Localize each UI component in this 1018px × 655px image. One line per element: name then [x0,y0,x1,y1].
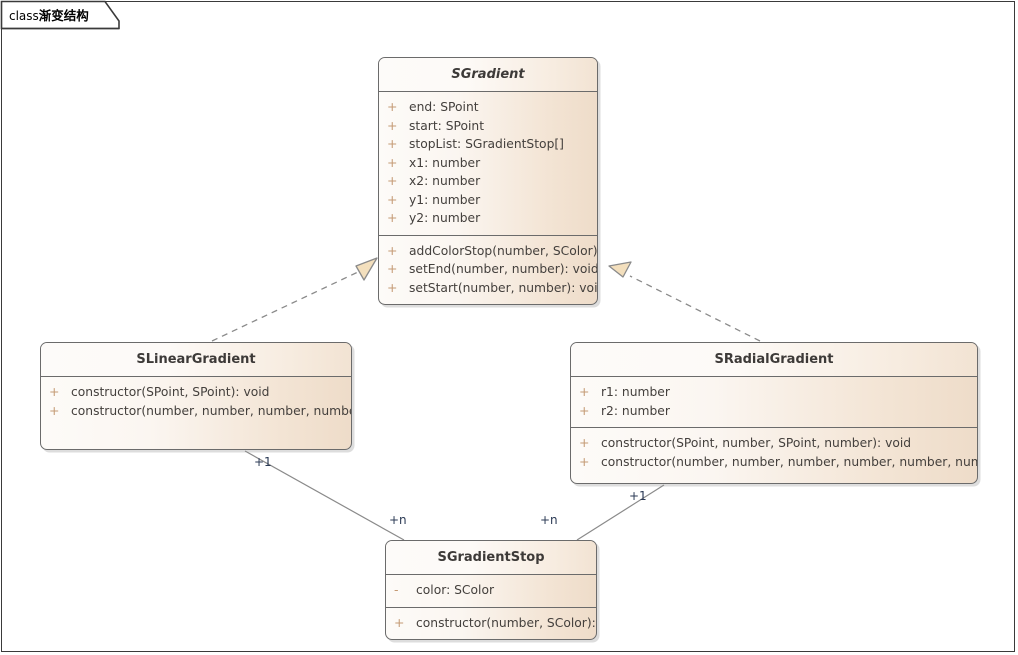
attributes-section-sgradient: + end: SPoint + start: SPoint + stopList… [379,92,597,236]
method-row: + constructor(number, SColor): void [386,614,596,633]
attribute-signature: r2: number [601,403,670,418]
class-box-sgradient[interactable]: SGradient + end: SPoint + start: SPoint … [378,57,598,305]
method-row: + constructor(number, number, number, nu… [41,402,351,421]
method-row: + setStart(number, number): void [379,279,597,298]
method-signature: constructor(number, SColor): void [416,615,596,630]
attribute-row: + end: SPoint [379,98,597,117]
method-signature: constructor(SPoint, SPoint): void [71,385,270,399]
visibility-marker: + [579,402,590,418]
method-signature: constructor(number, number, number, numb… [71,403,351,418]
attributes-section-sgradientstop: - color: SColor [386,575,596,608]
visibility-marker: + [387,191,398,207]
attribute-row: + r2: number [571,402,977,421]
frame-name-label: class渐变结构 [9,5,89,24]
attribute-row: + start: SPoint [379,117,597,136]
visibility-marker: + [387,136,398,151]
visibility-marker: + [579,384,590,399]
attribute-row: + y2: number [379,209,597,228]
class-name-slineargradient: SLinearGradient [41,343,351,377]
frame-title: 渐变结构 [38,8,89,23]
multiplicity-label-linear-source: +1 [254,455,272,469]
hollow-triangle-arrowhead-radial [608,261,632,278]
attribute-row: + stopList: SGradientStop[] [379,135,597,154]
class-name-sgradientstop: SGradientStop [386,541,596,575]
method-row: + constructor(SPoint, SPoint): void [41,383,351,402]
edge-radial-has-stops [576,484,665,541]
realization-line-linear [211,271,359,342]
attribute-signature: stopList: SGradientStop[] [409,137,564,151]
method-signature: addColorStop(number, SColor): void [409,243,598,258]
visibility-marker: + [387,99,398,114]
visibility-marker: + [49,402,60,418]
attribute-row: + x1: number [379,154,597,173]
attribute-row: - color: SColor [386,581,596,600]
frame-keyword: class [9,9,39,23]
class-box-slineargradient[interactable]: SLinearGradient + constructor(SPoint, SP… [40,342,352,450]
visibility-marker: + [387,279,398,295]
visibility-marker: + [579,435,590,450]
method-signature: setStart(number, number): void [409,280,598,295]
attributes-section-sradialgradient: + r1: number + r2: number [571,377,977,428]
frame-name-tab [0,0,120,30]
visibility-marker: + [387,261,398,276]
visibility-marker: + [394,614,405,630]
hollow-triangle-arrowhead-linear [355,257,378,281]
multiplicity-label-radial-target: +n [540,513,558,527]
methods-section-slineargradient: + constructor(SPoint, SPoint): void + co… [41,377,351,427]
visibility-marker: + [387,154,398,170]
method-signature: setEnd(number, number): void [409,262,598,276]
association-line-radial-stop [576,484,665,541]
method-row: + constructor(SPoint, number, SPoint, nu… [571,434,977,453]
method-row: + setEnd(number, number): void [379,260,597,279]
edge-linear-realizes-gradient [211,257,378,342]
method-row: + addColorStop(number, SColor): void [379,242,597,261]
attribute-signature: start: SPoint [409,118,485,133]
attribute-row: + y1: number [379,191,597,210]
method-row: + constructor(number, number, number, nu… [571,453,977,472]
methods-section-sgradientstop: + constructor(number, SColor): void [386,608,596,640]
class-box-sgradientstop[interactable]: SGradientStop - color: SColor + construc… [385,540,597,640]
attribute-signature: y1: number [409,192,481,207]
class-name-sradialgradient: SRadialGradient [571,343,977,377]
edge-radial-realizes-gradient [608,261,761,342]
methods-section-sradialgradient: + constructor(SPoint, number, SPoint, nu… [571,428,977,478]
visibility-marker: + [387,173,398,188]
class-name-sgradient: SGradient [379,58,597,92]
attribute-row: + r1: number [571,383,977,402]
multiplicity-label-linear-target: +n [389,513,407,527]
attribute-signature: color: SColor [416,583,495,597]
attribute-signature: y2: number [409,211,481,225]
visibility-marker: + [579,453,590,469]
visibility-marker: + [387,117,398,133]
class-box-sradialgradient[interactable]: SRadialGradient + r1: number + r2: numbe… [570,342,978,484]
attribute-signature: x2: number [409,174,481,188]
visibility-marker: + [387,242,398,258]
visibility-marker: + [387,210,398,225]
attribute-signature: end: SPoint [409,100,479,114]
attribute-signature: x1: number [409,155,481,170]
method-signature: constructor(number, number, number, numb… [601,454,977,469]
attribute-row: + x2: number [379,172,597,191]
methods-section-sgradient: + addColorStop(number, SColor): void + s… [379,236,597,305]
realization-line-radial [629,275,761,342]
attribute-signature: r1: number [601,385,670,399]
method-signature: constructor(SPoint, number, SPoint, numb… [601,436,912,450]
multiplicity-label-radial-source: +1 [629,489,647,503]
visibility-marker: - [394,582,399,597]
visibility-marker: + [49,384,60,399]
